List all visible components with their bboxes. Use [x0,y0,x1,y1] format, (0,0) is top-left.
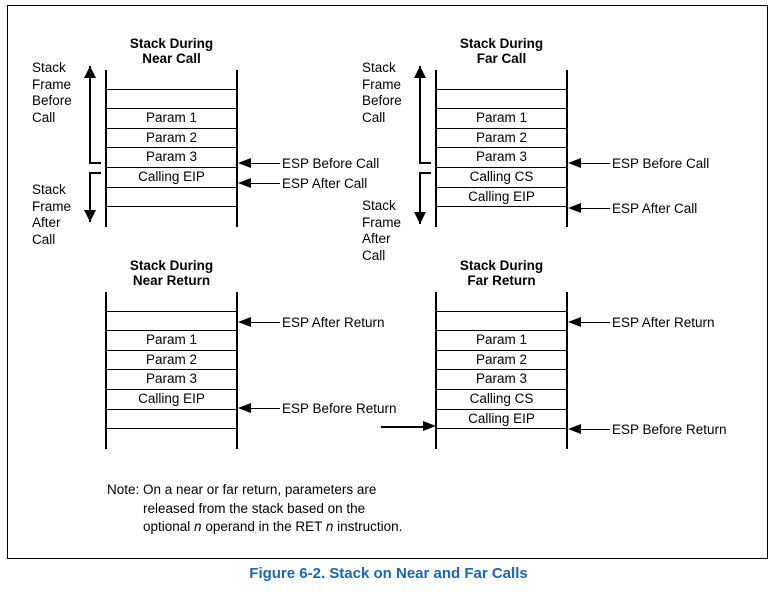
far-return-table: Param 1 Param 2 Param 3 Calling CS Calli… [435,292,568,449]
table-row: Calling EIP [435,410,568,430]
table-right-rail [566,70,568,227]
table-row [105,312,238,332]
table-row: Param 3 [105,148,238,168]
table-row [435,70,568,90]
table-row [435,429,568,449]
bracket-tick [89,162,101,164]
arrow-down-icon [83,210,96,222]
stack-diagram-near-call: Stack During Near Call Param 1 Param 2 P… [105,36,238,236]
label-stack-frame-before-call-far: Stack Frame Before Call [362,60,402,125]
table-row [435,207,568,227]
table-row [105,90,238,110]
bracket-line [89,66,91,164]
note-line-3: optional n operand in the RET n instruct… [143,519,403,534]
table-left-rail [435,70,437,227]
table-row: Param 1 [105,331,238,351]
table-row: Calling EIP [435,188,568,208]
arrow-down-icon [413,212,426,224]
table-row: Param 2 [435,129,568,149]
callout-esp-before-call-far: ESP Before Call [568,155,709,171]
table-row [105,70,238,90]
table-row: Calling EIP [105,390,238,410]
bracket-line [419,172,421,224]
table-row [105,188,238,208]
far-call-table: Param 1 Param 2 Param 3 Calling CS Calli… [435,70,568,227]
table-left-rail [435,292,437,449]
table-right-rail [566,292,568,449]
note-line-1: Note: On a near or far return, parameter… [107,482,377,497]
bracket-tick [419,162,431,164]
arrow-left-icon [568,423,610,435]
table-right-rail [236,70,238,227]
note-text: Note: On a near or far return, parameter… [107,481,402,537]
bracket-stack-frame-before-call-far [413,66,433,164]
arrow-left-icon [568,202,610,214]
table-row [435,312,568,332]
bracket-tick [419,172,431,174]
arrow-left-icon [568,316,610,328]
table-row: Calling EIP [105,168,238,188]
callout-esp-after-return-near: ESP After Return [238,314,385,330]
note-line-2: released from the stack based on the [143,500,366,516]
bracket-stack-frame-before-call-near [83,66,103,164]
table-row: Calling CS [435,168,568,188]
bracket-line [89,172,91,222]
table-row: Param 3 [435,370,568,390]
table-row: Calling CS [435,390,568,410]
label-stack-frame-before-call-near: Stack Frame Before Call [32,60,72,125]
far-return-title: Stack During Far Return [459,258,544,288]
label-stack-frame-after-call-near: Stack Frame After Call [32,182,72,247]
table-row: Param 2 [105,129,238,149]
near-return-table: Param 1 Param 2 Param 3 Calling EIP [105,292,238,449]
callout-esp-before-call-near: ESP Before Call [238,155,379,171]
table-row: Param 1 [105,109,238,129]
stack-diagram-near-return: Stack During Near Return Param 1 Param 2… [105,258,238,458]
table-row: Param 3 [105,370,238,390]
label-stack-frame-after-call-far: Stack Frame After Call [362,198,402,263]
bracket-stack-frame-after-call-far [413,172,433,224]
table-row [105,292,238,312]
arrow-left-icon [238,316,280,328]
stack-diagram-far-return: Stack During Far Return Param 1 Param 2 … [435,258,568,458]
table-row: Param 3 [435,148,568,168]
table-left-rail [105,292,107,449]
callout-esp-after-return-far: ESP After Return [568,314,715,330]
arrow-left-icon [238,177,280,189]
table-row: Param 1 [435,109,568,129]
callout-esp-before-return-far: ESP Before Return [568,421,727,437]
figure-caption: Figure 6-2. Stack on Near and Far Calls [249,565,528,582]
bracket-stack-frame-after-call-near [83,172,103,222]
figure-border [7,5,768,559]
arrow-right-icon-far-return-calling-eip [381,421,436,432]
table-row [435,90,568,110]
table-row [105,410,238,430]
table-row: Param 2 [105,351,238,371]
near-return-title: Stack During Near Return [129,258,214,288]
table-row [105,429,238,449]
near-call-table: Param 1 Param 2 Param 3 Calling EIP [105,70,238,227]
bracket-tick [89,172,101,174]
far-call-title: Stack During Far Call [459,36,544,66]
callout-esp-after-call-far: ESP After Call [568,200,697,216]
table-left-rail [105,70,107,227]
table-row: Param 1 [435,331,568,351]
stack-diagram-far-call: Stack During Far Call Param 1 Param 2 Pa… [435,36,568,256]
table-row: Param 2 [435,351,568,371]
callout-esp-after-call-near: ESP After Call [238,175,367,191]
callout-esp-before-return-near: ESP Before Return [238,400,397,416]
arrow-left-icon [238,402,280,414]
table-row [105,207,238,227]
bracket-line [419,66,421,164]
arrow-left-icon [568,157,610,169]
table-row [435,292,568,312]
near-call-title: Stack During Near Call [129,36,214,66]
arrow-left-icon [238,157,280,169]
table-right-rail [236,292,238,449]
